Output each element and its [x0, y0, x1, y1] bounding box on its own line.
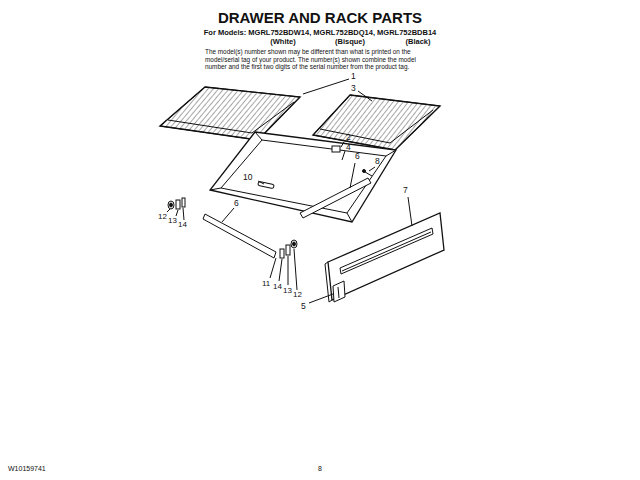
callout-number: 14 — [273, 283, 282, 292]
callout-number: 6 — [234, 199, 239, 208]
callout-number: 4 — [346, 143, 351, 152]
model-list: For Models: MGRL752BDW14, MGRL752BDQ14, … — [204, 29, 437, 37]
callout-number: 10 — [243, 173, 252, 182]
model-note: The model(s) number shown may be differe… — [205, 48, 439, 71]
page-number: 8 — [318, 465, 322, 473]
callout-number: 13 — [168, 217, 177, 226]
callout-number: 6 — [355, 152, 360, 161]
color-note: (Bisque) — [335, 38, 365, 46]
diagram-title: DRAWER AND RACK PARTS — [218, 10, 422, 27]
callout-number: 12 — [293, 291, 302, 300]
callout-number: 1 — [351, 72, 356, 81]
callout-number: 7 — [403, 186, 408, 195]
document-number: W10159741 — [8, 465, 46, 473]
callout-number: 14 — [178, 221, 187, 230]
color-note: (Black) — [405, 38, 430, 46]
callout-number: 5 — [301, 302, 306, 311]
callout-number: 8 — [375, 157, 380, 166]
callout-number: 12 — [158, 213, 167, 222]
callout-number: 13 — [283, 287, 292, 296]
callout-number: 3 — [351, 84, 356, 93]
callout-number: 11 — [262, 280, 270, 289]
color-note: (White) — [270, 38, 295, 46]
callout-number: 2 — [346, 133, 351, 142]
